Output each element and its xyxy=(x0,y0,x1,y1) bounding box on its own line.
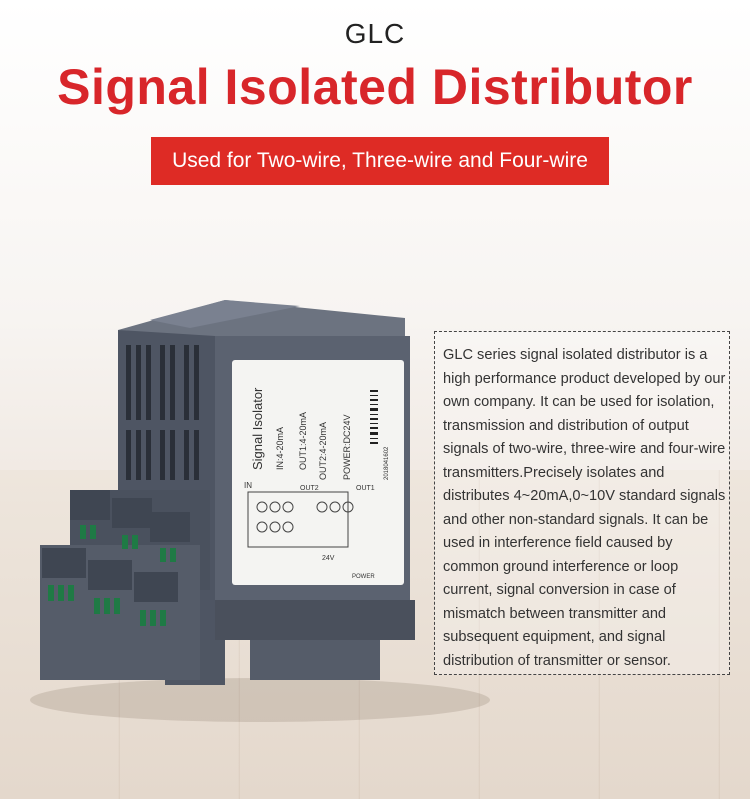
subtitle-banner: Used for Two-wire, Three-wire and Four-w… xyxy=(151,137,609,185)
page-title: Signal Isolated Distributor xyxy=(57,59,693,115)
label-terminal-out2: OUT2 xyxy=(300,485,319,492)
description-text: GLC series signal isolated distributor i… xyxy=(443,347,726,669)
label-serial: 2018041602 xyxy=(384,446,390,480)
brand-name: GLC xyxy=(344,18,406,49)
label-terminal-in: IN xyxy=(244,481,252,490)
label-product-name: Signal Isolator xyxy=(250,387,265,470)
label-terminal-out1: OUT1 xyxy=(356,485,375,492)
label-terminal-power: POWER xyxy=(352,574,375,580)
label-in: IN:4-20mA xyxy=(275,427,285,470)
label-terminal-24v: 24V xyxy=(322,555,335,562)
label-power: POWER:DC24V xyxy=(342,414,352,480)
label-out1: OUT1:4-20mA xyxy=(298,412,308,470)
description-box: GLC series signal isolated distributor i… xyxy=(434,331,730,675)
label-out2: OUT2:4-20mA xyxy=(318,422,328,480)
